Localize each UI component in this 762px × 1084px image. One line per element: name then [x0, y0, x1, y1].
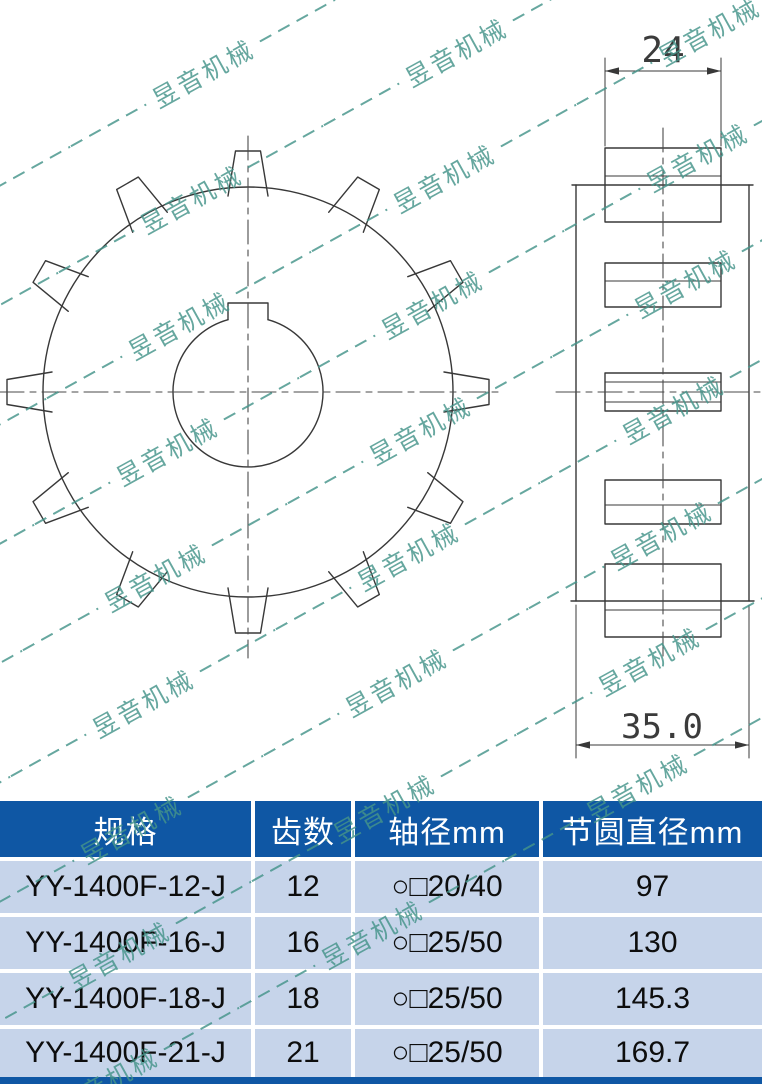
dim-label-bottom: 35.0 — [621, 707, 703, 747]
cell-pitch: 97 — [543, 861, 762, 913]
cell-teeth: 12 — [255, 861, 351, 913]
header-spec: 规格 — [0, 801, 251, 857]
cell-spec: YY-1400F-18-J — [0, 973, 251, 1025]
arrowhead-right — [707, 67, 721, 75]
arrowhead-left — [605, 67, 619, 75]
header-pitch: 节圆直径mm — [543, 801, 762, 857]
arrowhead-left — [576, 741, 590, 749]
cell-teeth: 21 — [255, 1029, 351, 1077]
cell-pitch: 145.3 — [543, 973, 762, 1025]
header-shaft: 轴径mm — [355, 801, 539, 857]
cell-teeth: 18 — [255, 973, 351, 1025]
tooth — [327, 551, 381, 608]
tooth — [327, 176, 381, 233]
tooth — [407, 471, 464, 525]
spec-table: 规格 齿数 轴径mm 节圆直径mm YY-1400F-12-J 12 ○□20/… — [0, 801, 762, 1077]
sprocket-drawing: 24 35.0 — [0, 30, 761, 759]
cell-shaft: ○□25/50 — [355, 917, 539, 969]
arrowhead-right — [735, 741, 749, 749]
dim-label-top: 24 — [641, 30, 684, 71]
tooth — [115, 176, 169, 233]
tooth — [32, 259, 89, 313]
centerlines — [0, 127, 761, 659]
cell-pitch: 169.7 — [543, 1029, 762, 1077]
tooth-proj-bottom — [604, 563, 722, 638]
cell-shaft: ○□25/50 — [355, 973, 539, 1025]
tooth — [32, 471, 89, 525]
cell-shaft: ○□20/40 — [355, 861, 539, 913]
cell-shaft: ○□25/50 — [355, 1029, 539, 1077]
header-teeth: 齿数 — [255, 801, 351, 857]
tooth-proj-top — [604, 147, 722, 223]
cell-spec: YY-1400F-21-J — [0, 1029, 251, 1077]
cell-teeth: 16 — [255, 917, 351, 969]
tooth — [115, 551, 169, 608]
cell-spec: YY-1400F-16-J — [0, 917, 251, 969]
tooth — [407, 259, 464, 313]
cell-pitch: 130 — [543, 917, 762, 969]
cell-spec: YY-1400F-12-J — [0, 861, 251, 913]
keyway — [227, 302, 269, 321]
table-footer-strip — [0, 1077, 762, 1084]
